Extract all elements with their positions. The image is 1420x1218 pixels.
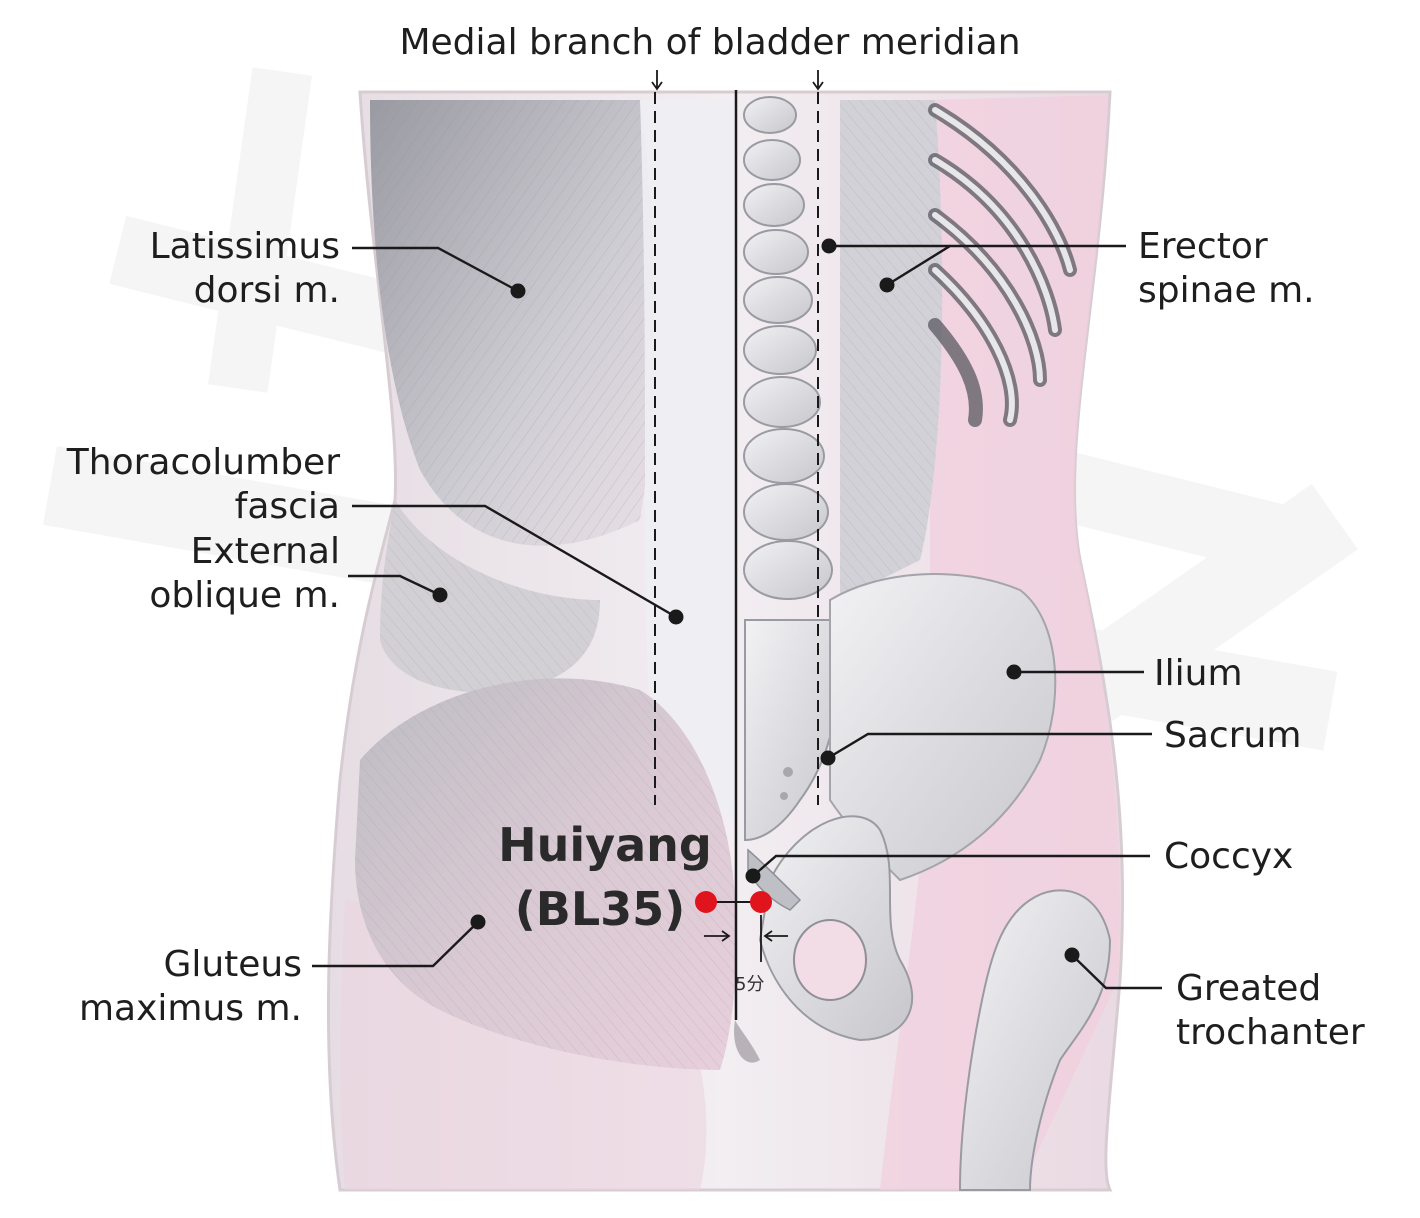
label-sacrum: Sacrum [1164, 715, 1302, 756]
leader-dots [432, 238, 1080, 963]
label-gluteus-maximus: Gluteus maximus m. [78, 944, 302, 1029]
leader-lines [312, 244, 1162, 990]
leader-trochanter [1071, 954, 1162, 990]
label-thoracolumber-fascia: Thoracolumber fascia [66, 442, 340, 527]
acupoint-huiyang-right [750, 891, 772, 913]
label-ilium: Ilium [1154, 653, 1243, 694]
gluteal-cleft [734, 1020, 760, 1063]
measurement-marks [704, 915, 788, 962]
measurement-label: 5分 [735, 974, 765, 995]
label-greater-trochanter: Greated trochanter [1176, 968, 1365, 1053]
femur-bone [958, 889, 1112, 1191]
acupoint-name: Huiyang [498, 818, 712, 872]
leader-latissimus [352, 246, 519, 293]
thoracolumbar-fascia [640, 100, 735, 820]
meridian-title: Medial branch of bladder meridian [399, 22, 1021, 63]
label-coccyx: Coccyx [1164, 836, 1294, 877]
label-external-oblique: External oblique m. [149, 531, 340, 616]
obturator-foramen [793, 919, 867, 1001]
leader-coccyx [752, 854, 1150, 877]
vertebral-column [743, 96, 833, 600]
leader-gluteus [312, 921, 479, 968]
acupoint-huiyang-left [695, 891, 717, 913]
leader-external-oblique [348, 574, 441, 597]
acupoint-code: (BL35) [514, 882, 686, 936]
meridian-arrows [651, 70, 824, 91]
leader-sacrum [827, 732, 1152, 760]
label-erector-spinae: Erector spinae m. [1138, 226, 1315, 311]
leader-thoracolumber [352, 504, 677, 619]
label-latissimus-dorsi: Latissimus dorsi m. [149, 226, 340, 311]
